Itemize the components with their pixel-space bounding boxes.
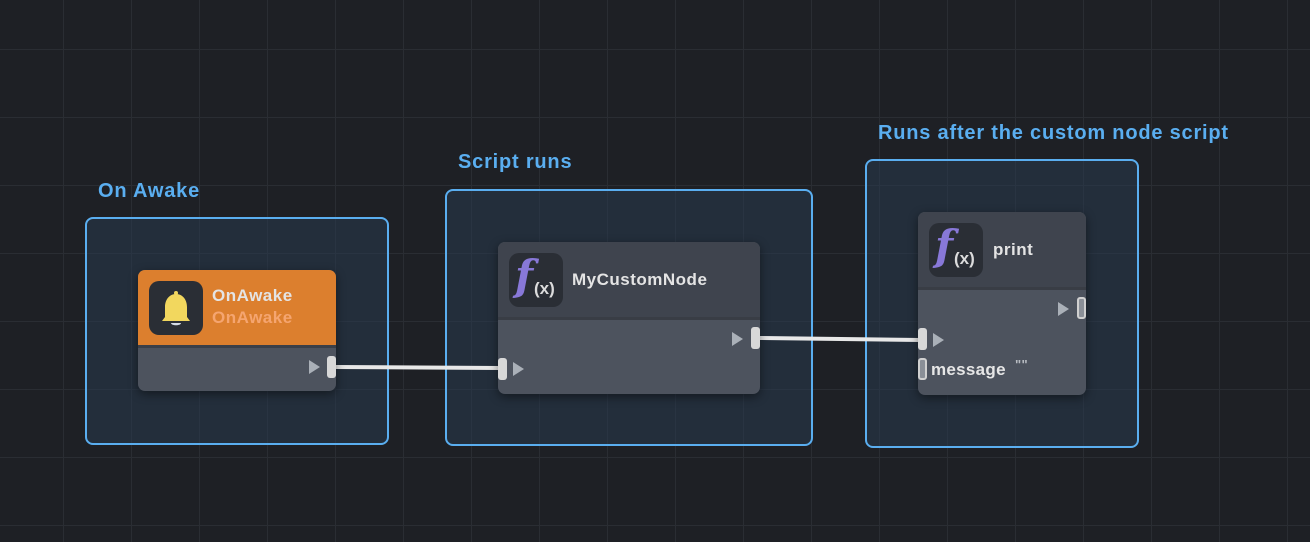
node-title: MyCustomNode — [572, 270, 708, 289]
group-title-on-awake: On Awake — [98, 180, 200, 202]
function-args-glyph: (x) — [534, 279, 555, 298]
group-title-script-runs: Script runs — [458, 151, 573, 173]
group-title-runs-after: Runs after the custom node script — [878, 122, 1229, 144]
function-args-glyph: (x) — [954, 249, 975, 268]
function-glyph: f — [515, 251, 534, 300]
node-title: print — [993, 240, 1034, 259]
exec-in-port[interactable] — [498, 358, 507, 380]
node-subtitle: OnAwake — [212, 308, 293, 327]
node-title: OnAwake — [212, 286, 293, 305]
exec-out-arrow-icon — [1058, 302, 1069, 316]
exec-in-arrow-icon — [513, 362, 524, 376]
function-glyph: f — [935, 221, 954, 270]
exec-out-port[interactable] — [751, 327, 760, 349]
node-print[interactable]: f (x) print message "" — [918, 212, 1086, 395]
node-header[interactable]: OnAwake OnAwake — [138, 270, 336, 348]
message-input-port[interactable] — [918, 358, 927, 380]
exec-out-port[interactable] — [327, 356, 336, 378]
node-header[interactable]: f (x) MyCustomNode — [498, 242, 760, 320]
exec-in-port[interactable] — [918, 328, 927, 350]
message-input-value[interactable]: "" — [1015, 357, 1028, 372]
function-icon: f (x) — [509, 253, 563, 307]
function-icon: f (x) — [929, 223, 983, 277]
node-header[interactable]: f (x) print — [918, 212, 1086, 290]
exec-in-arrow-icon — [933, 333, 944, 347]
exec-out-port[interactable] — [1077, 297, 1086, 319]
bell-icon — [149, 281, 203, 335]
exec-out-arrow-icon — [309, 360, 320, 374]
node-my-custom-node[interactable]: f (x) MyCustomNode — [498, 242, 760, 394]
exec-out-arrow-icon — [732, 332, 743, 346]
message-input-label: message — [931, 360, 1006, 379]
node-on-awake[interactable]: OnAwake OnAwake — [138, 270, 336, 391]
